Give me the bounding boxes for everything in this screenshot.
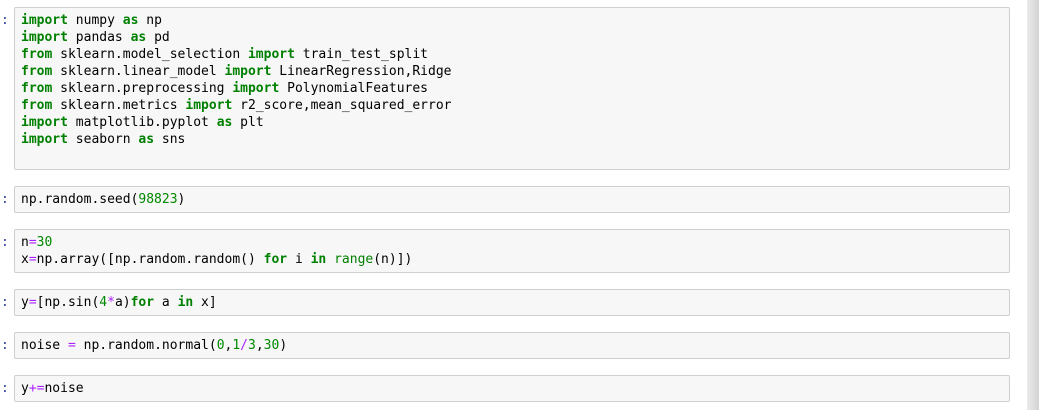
code-cell: : y+=noise (0, 375, 1010, 402)
cell-input-area[interactable]: y=[np.sin(4*a)for a in x] (14, 289, 1010, 316)
code-cell: : n=30 x=np.array([np.random.random() fo… (0, 229, 1010, 273)
code-cell: : import numpy as np import pandas as pd… (0, 7, 1010, 170)
code-cell: : noise = np.random.normal(0,1/3,30) (0, 332, 1010, 359)
code-cell: : np.random.seed(98823) (0, 186, 1010, 213)
code-cell: : y=[np.sin(4*a)for a in x] (0, 289, 1010, 316)
cell-input-area[interactable]: noise = np.random.normal(0,1/3,30) (14, 332, 1010, 359)
cell-input-area[interactable]: y+=noise (14, 375, 1010, 402)
vertical-scrollbar[interactable] (1027, 0, 1039, 410)
cell-input-area[interactable]: np.random.seed(98823) (14, 186, 1010, 213)
code-editor[interactable]: noise = np.random.normal(0,1/3,30) (21, 338, 288, 353)
cell-input-prompt: : (1, 13, 9, 28)
code-editor[interactable]: import numpy as np import pandas as pd f… (21, 13, 452, 147)
cell-input-prompt: : (1, 192, 9, 207)
cell-input-prompt: : (1, 338, 9, 353)
notebook-cell-list: : import numpy as np import pandas as pd… (0, 7, 1010, 418)
cell-input-prompt: : (1, 381, 9, 396)
cell-input-area[interactable]: import numpy as np import pandas as pd f… (14, 7, 1010, 170)
code-editor[interactable]: y+=noise (21, 381, 84, 396)
cell-input-prompt: : (1, 295, 9, 310)
cell-input-prompt: : (1, 235, 9, 250)
code-editor[interactable]: n=30 x=np.array([np.random.random() for … (21, 235, 413, 267)
code-editor[interactable]: y=[np.sin(4*a)for a in x] (21, 295, 217, 310)
code-editor[interactable]: np.random.seed(98823) (21, 192, 186, 207)
cell-input-area[interactable]: n=30 x=np.array([np.random.random() for … (14, 229, 1010, 273)
